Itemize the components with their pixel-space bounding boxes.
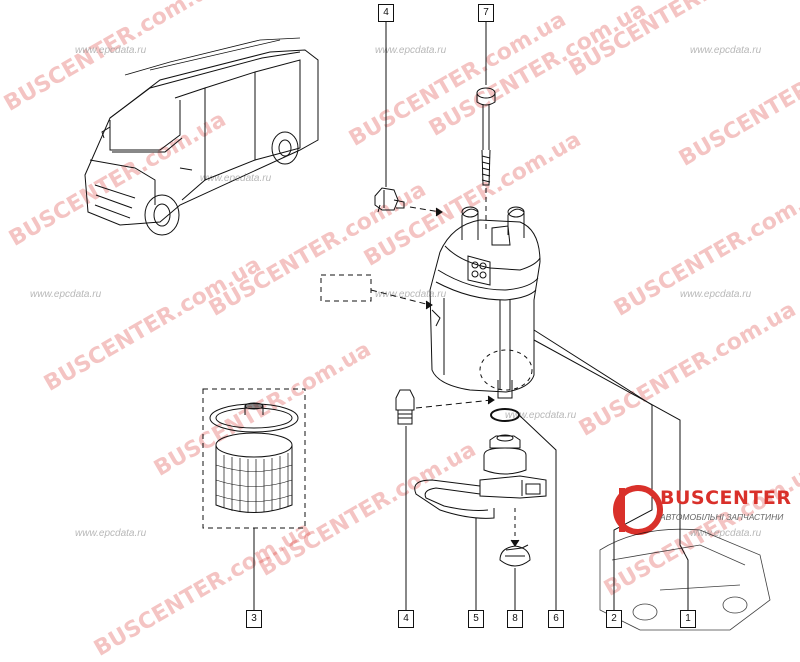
- callout-8: 8: [507, 610, 523, 628]
- filter-housing: [429, 206, 541, 399]
- bleed-screw-top: [374, 187, 405, 213]
- heater-sensor: [414, 434, 547, 519]
- filter-element: [209, 402, 299, 513]
- callout-1: 1: [680, 610, 696, 628]
- long-bolt: [476, 87, 496, 186]
- callout-6: 6: [548, 610, 564, 628]
- callout-3: 3: [246, 610, 262, 628]
- buscenter-logo: [613, 485, 663, 535]
- callout-7: 7: [478, 4, 494, 22]
- callout-2: 2: [606, 610, 622, 628]
- callout-4-top: 4: [378, 4, 394, 22]
- logo-tagline: АВТОМОБІЛЬНІ ЗАПЧАСТИНИ: [660, 512, 784, 522]
- bleed-screw-bottom: [395, 389, 415, 425]
- callout-5: 5: [468, 610, 484, 628]
- callout-4-bottom: 4: [398, 610, 414, 628]
- inset-car: [599, 528, 771, 631]
- logo-name: BUSCENTER: [660, 487, 792, 509]
- van-illustration: [84, 37, 319, 236]
- clip: [499, 544, 531, 567]
